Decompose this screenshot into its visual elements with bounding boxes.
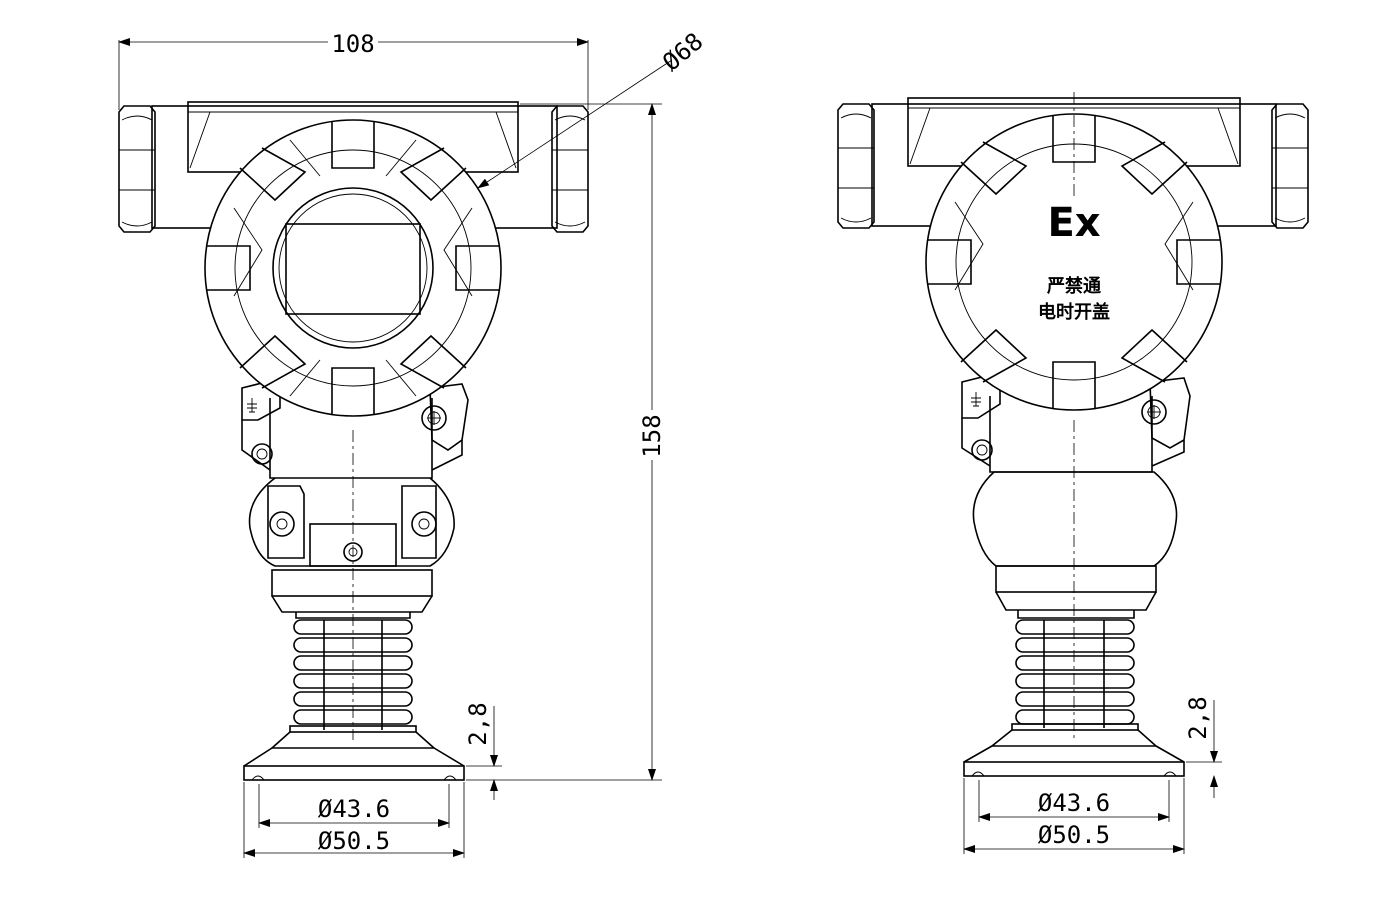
dim-flange-diameter-rear-label: Ø50.5 xyxy=(1038,821,1110,849)
housing-neck xyxy=(269,398,433,479)
dim-housing-diameter-label: Ø68 xyxy=(657,27,708,76)
dim-width-label: 108 xyxy=(331,30,374,58)
process-connection xyxy=(243,569,465,781)
dimension-bottom-rear: Ø43.6 Ø50.5 xyxy=(963,778,1185,854)
blind-cover: Ex 严禁通 电时开盖 xyxy=(925,113,1223,411)
display-cover xyxy=(204,119,502,417)
dim-flange-diameter-label: Ø50.5 xyxy=(318,827,390,855)
rear-view: Ex 严禁通 电时开盖 2,8 Ø43.6 Ø50.5 xyxy=(837,92,1309,854)
dim-flange-thickness-label: 2,8 xyxy=(464,702,492,745)
dimension-height: 158 xyxy=(466,103,666,781)
front-view: 108 Ø68 158 2,8 xyxy=(118,27,708,858)
dim-height-label: 158 xyxy=(638,414,666,457)
dim-seal-diameter-label: Ø43.6 xyxy=(318,795,390,823)
dim-seal-diameter-rear-label: Ø43.6 xyxy=(1038,789,1110,817)
dim-flange-thickness-rear-label: 2,8 xyxy=(1184,696,1212,739)
dimension-housing-diameter: Ø68 xyxy=(477,27,708,189)
warning-text-line1: 严禁通 xyxy=(1047,275,1101,297)
ex-marking: Ex xyxy=(1047,200,1100,246)
dimension-flange-thickness: 2,8 xyxy=(464,702,502,800)
warning-text-line2: 电时开盖 xyxy=(1038,301,1110,323)
sensor-housing-rear xyxy=(963,471,1185,777)
dimension-flange-thickness-rear: 2,8 xyxy=(1184,696,1222,798)
dimension-width: 108 xyxy=(118,30,589,110)
sensor-housing xyxy=(248,477,455,567)
dimension-bottom: Ø43.6 Ø50.5 xyxy=(243,782,465,858)
